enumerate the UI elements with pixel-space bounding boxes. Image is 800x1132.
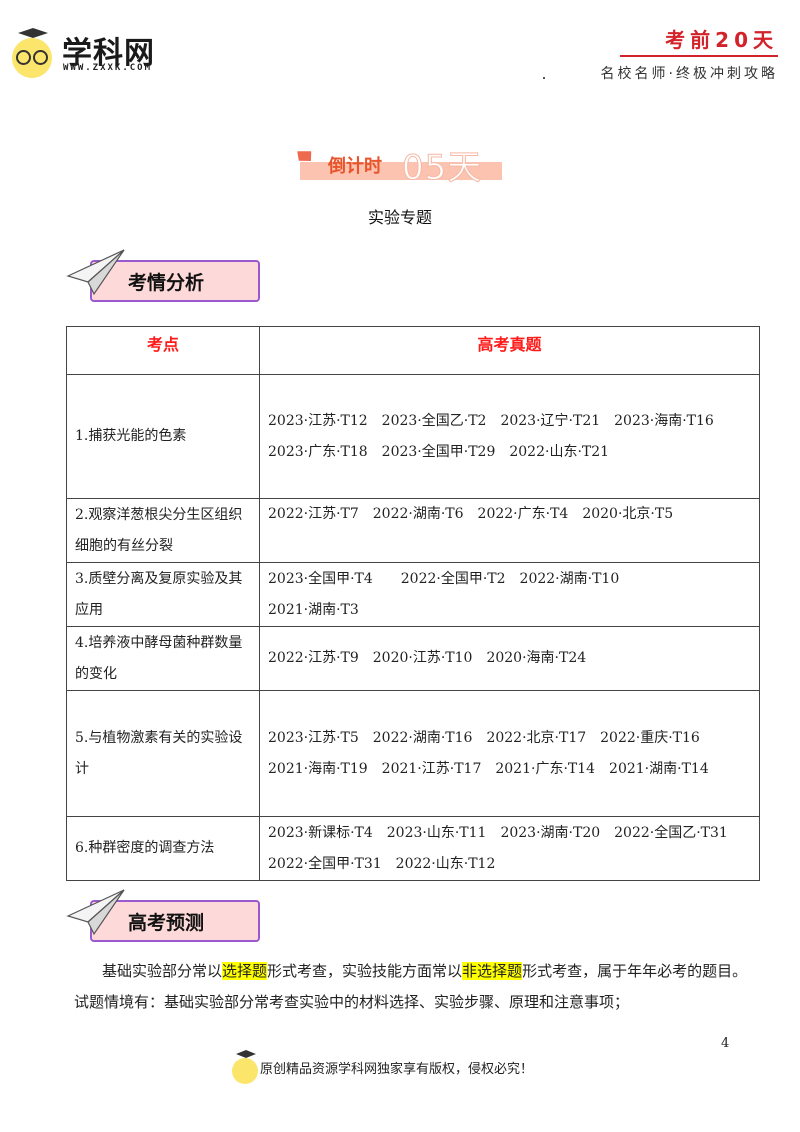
logo-name: 学科网 [62,36,155,71]
page-number: 4 [721,1036,730,1051]
section-title: 高考预测 [128,912,205,934]
countdown-days: 05天 [401,148,483,189]
table-row: 6.种群密度的调查方法 2023·新课标·T4 2023·山东·T11 2023… [66,816,760,881]
page-title: 实验专题 [367,208,432,227]
highlight-multiple-choice: 选择题 [222,962,268,980]
glasses-icon [16,50,50,65]
section-badge-prediction: 高考预测 [66,889,260,942]
refs-cell: 2023·新课标·T4 2023·山东·T11 2023·湖南·T20 2022… [259,816,760,881]
table-row: 3.质壁分离及复原实验及其应用 2023·全国甲·T4 2022·全国甲·T2 … [66,562,760,627]
topic-cell: 3.质壁分离及复原实验及其应用 [66,562,260,627]
ref-line: 2022·江苏·T7 2022·湖南·T6 2022·广东·T4 2020·北京… [268,506,674,522]
brand-title: 考前20天 [665,28,778,52]
countdown-banner: 倒计时 05天 [294,140,514,189]
stray-dot [543,77,545,79]
ref-line: 2021·海南·T19 2021·江苏·T17 2021·广东·T14 2021… [268,760,709,777]
paper-plane-icon [66,889,125,936]
graduation-cap-icon [18,28,48,38]
refs-cell: 2023·江苏·T5 2022·湖南·T16 2022·北京·T17 2022·… [259,690,760,817]
refs-cell: 2023·全国甲·T4 2022·全国甲·T2 2022·湖南·T10 2021… [259,562,760,627]
ref-line: 2023·全国甲·T4 2022·全国甲·T2 2022·湖南·T10 [268,570,620,587]
flag-icon [297,149,313,163]
countdown-label: 倒计时 [328,156,382,177]
section-badge-analysis: 考情分析 [66,249,260,302]
zxxk-logo: 学科网 WWW.ZXXK.COM [8,26,188,78]
copyright-notice: 原创精品资源学科网独家享有版权，侵权必究！ [260,1062,534,1077]
refs-cell: 2022·江苏·T9 2020·江苏·T10 2020·海南·T24 [259,626,760,691]
ref-line: 2023·广东·T18 2023·全国甲·T29 2022·山东·T21 [268,443,610,460]
topic-cell: 1.捕获光能的色素 [66,374,260,499]
table-header-row: 考点 高考真题 [66,326,760,375]
prediction-paragraph: 基础实验部分常以选择题形式考查，实验技能方面常以非选择题形式考查，属于年年必考的… [74,956,754,1018]
ref-line: 2023·江苏·T5 2022·湖南·T16 2022·北京·T17 2022·… [268,729,700,746]
refs-cell: 2022·江苏·T7 2022·湖南·T6 2022·广东·T4 2020·北京… [259,498,760,563]
table-row: 2.观察洋葱根尖分生区组织细胞的有丝分裂 2022·江苏·T7 2022·湖南·… [66,498,760,563]
topic-cell: 5.与植物激素有关的实验设计 [66,690,260,817]
brand-subtitle: 名校名师·终极冲刺攻略 [600,66,778,82]
column-header-topic: 考点 [66,326,260,375]
topic-cell: 6.种群密度的调查方法 [66,816,260,881]
section-title: 考情分析 [128,272,205,294]
table-row: 4.培养液中酵母菌种群数量的变化 2022·江苏·T9 2020·江苏·T10 … [66,626,760,691]
ref-line: 2023·新课标·T4 2023·山东·T11 2023·湖南·T20 2022… [268,824,742,872]
text-run: 形式考查，属于年年必考的题目。试题情境有：基础实验部分常考查实验中的材料选择、实… [74,962,748,1011]
topic-cell: 4.培养液中酵母菌种群数量的变化 [66,626,260,691]
table-row: 1.捕获光能的色素 2023·江苏·T12 2023·全国乙·T2 2023·辽… [66,374,760,499]
ref-line: 2021·湖南·T3 [268,601,359,618]
countdown-bar [300,162,502,180]
highlight-non-multiple-choice: 非选择题 [462,962,523,980]
table-row: 5.与植物激素有关的实验设计 2023·江苏·T5 2022·湖南·T16 20… [66,690,760,817]
exam-topics-table: 考点 高考真题 1.捕获光能的色素 2023·江苏·T12 2023·全国乙·T… [66,326,760,881]
ref-line: 2022·江苏·T9 2020·江苏·T10 2020·海南·T24 [268,650,587,666]
mascot-face-icon [232,1058,258,1084]
text-run: 基础实验部分常以 [102,962,223,980]
text-run: 形式考查，实验技能方面常以 [267,962,463,980]
topic-cell: 2.观察洋葱根尖分生区组织细胞的有丝分裂 [66,498,260,563]
graduation-cap-icon [236,1050,256,1058]
badge-box [90,260,260,302]
paper-plane-icon [66,249,125,296]
brand-divider [620,55,778,57]
brand-block: 考前20天 名校名师·终极冲刺攻略 [601,24,778,83]
refs-cell: 2023·江苏·T12 2023·全国乙·T2 2023·辽宁·T21 2023… [259,374,760,499]
column-header-exam-questions: 高考真题 [259,326,760,375]
ref-line: 2023·江苏·T12 2023·全国乙·T2 2023·辽宁·T21 2023… [268,412,714,429]
logo-url: WWW.ZXXK.COM [63,63,153,73]
